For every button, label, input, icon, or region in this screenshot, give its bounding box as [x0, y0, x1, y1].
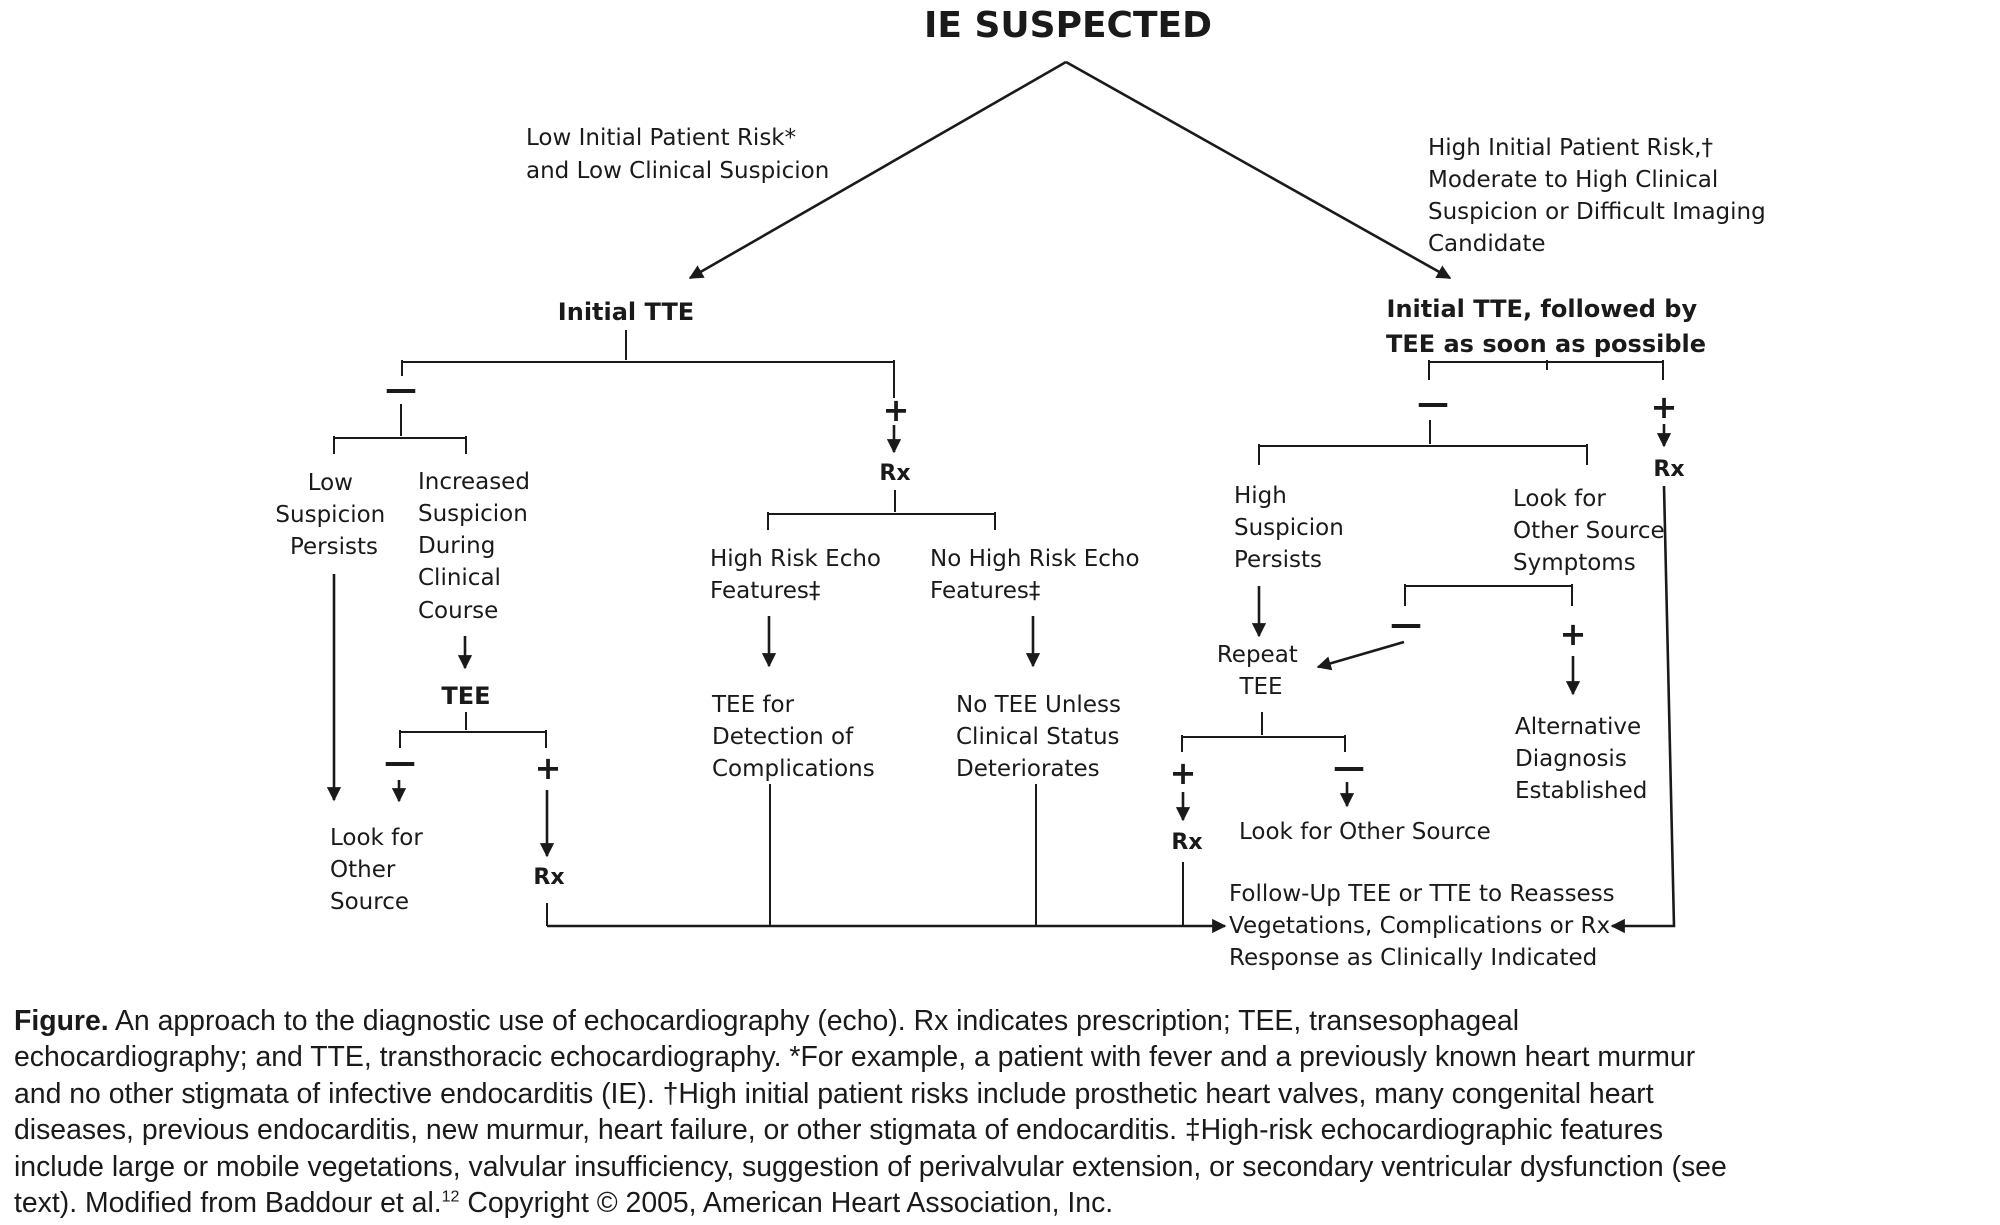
tte-negative-sign: —: [385, 370, 417, 408]
repeat-positive-rx-label: Rx: [1171, 830, 1202, 855]
caption-line-4: diseases, previous endocarditis, new mur…: [14, 1114, 1664, 1147]
caption-line-1: Figure. An approach to the diagnostic us…: [14, 1005, 1520, 1037]
symptoms-negative-sign: —: [1390, 605, 1422, 643]
rx-bracket: [767, 490, 996, 530]
tee-label: TEE: [441, 682, 490, 710]
no-high-risk-echo-label: No High Risk Echo Features‡: [930, 546, 1147, 604]
figure-caption: Figure. An approach to the diagnostic us…: [14, 1003, 1999, 1221]
initial-tte-bracket: [401, 330, 895, 398]
arrow-to-low-risk-path: [688, 60, 1067, 280]
repeat-tee-bracket: [1181, 712, 1346, 752]
high-risk-label: High Initial Patient Risk,† Moderate to …: [1428, 135, 1773, 257]
reference-superscript: 12: [441, 1188, 460, 1206]
arrow-to-high-risk-path: [1065, 60, 1452, 280]
caption-line-3: and no other stigmata of infective endoc…: [14, 1077, 1654, 1110]
arrow-right-rx-to-followup: [1610, 485, 1676, 934]
low-suspicion-persists-label: Low Suspicion Persists: [275, 470, 392, 560]
increased-suspicion-label: Increased Suspicion During Clinical Cour…: [418, 469, 537, 624]
tee-bracket: [399, 712, 547, 748]
look-other-symptoms-label: Look for Other Source Symptoms: [1513, 486, 1672, 576]
arrow-symptoms-negative-to-repeat-tee: [1316, 640, 1405, 671]
repeat-tee-label: Repeat TEE: [1217, 642, 1305, 700]
diagram-title: IE SUSPECTED: [924, 5, 1212, 46]
tte-positive-sign: +: [883, 391, 910, 429]
tte-positive-rx-label: Rx: [879, 461, 910, 486]
repeat-negative-sign: —: [1333, 748, 1365, 786]
followup-label: Follow-Up TEE or TTE to Reassess Vegetat…: [1229, 881, 1622, 971]
initial-tte-label: Initial TTE: [558, 298, 694, 326]
caption-line-2: echocardiography; and TTE, transthoracic…: [14, 1041, 1696, 1074]
right-positive-sign: +: [1651, 388, 1678, 426]
high-risk-echo-label: High Risk Echo Features‡: [710, 546, 888, 604]
high-suspicion-persists-label: High Suspicion Persists: [1234, 483, 1351, 573]
tee-detection-label: TEE for Detection of Complications: [711, 692, 875, 782]
followup-connectors: [546, 784, 1184, 926]
initial-tte-tee-bracket: [1428, 360, 1664, 380]
low-risk-label: Low Initial Patient Risk* and Low Clinic…: [526, 125, 829, 184]
tee-positive-sign: +: [535, 749, 562, 787]
right-positive-rx-label: Rx: [1653, 457, 1684, 482]
initial-tte-tee-label: Initial TTE, followed by TEE as soon as …: [1386, 295, 1706, 358]
symptoms-bracket: [1404, 584, 1573, 606]
no-tee-unless-label: No TEE Unless Clinical Status Deteriorat…: [956, 692, 1128, 782]
alternative-diagnosis-label: Alternative Diagnosis Established: [1515, 714, 1649, 804]
right-negative-sign: —: [1417, 384, 1449, 422]
right-negative-bracket: [1258, 420, 1588, 465]
tee-positive-rx-label: Rx: [533, 865, 564, 890]
repeat-look-other-source-label: Look for Other Source: [1239, 819, 1491, 845]
symptoms-positive-sign: +: [1560, 615, 1587, 653]
tee-negative-sign: —: [384, 743, 416, 781]
caption-lead: Figure.: [14, 1005, 109, 1037]
repeat-positive-sign: +: [1170, 754, 1197, 792]
tte-negative-bracket: [333, 404, 467, 454]
caption-line-5: include large or mobile vegetations, val…: [14, 1150, 1727, 1183]
look-other-source-label: Look for Other Source: [330, 825, 430, 915]
caption-line-6: text). Modified from Baddour et al.12 Co…: [14, 1187, 1114, 1220]
